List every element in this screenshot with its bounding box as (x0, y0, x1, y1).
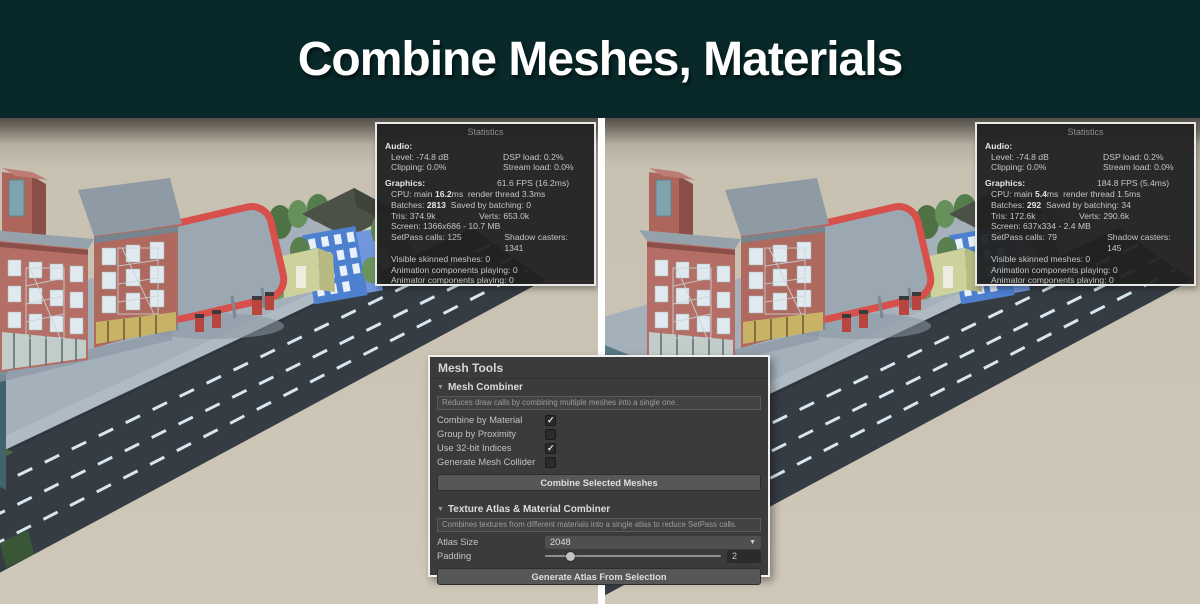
dsp-load: DSP load: 0.2% (1103, 151, 1164, 162)
shadow-casters: Shadow casters: 1341 (504, 232, 568, 253)
mesh-combiner-help: Reduces draw calls by combining multiple… (437, 396, 761, 410)
option-row: Use 32-bit Indices (430, 441, 768, 455)
mesh-combiner-foldout[interactable]: ▼ Mesh Combiner (437, 382, 523, 393)
option-label: Group by Proximity (437, 429, 517, 439)
setpass-value: SetPass calls: 125 (391, 232, 462, 243)
atlas-size-row: Atlas Size 2048 ▼ (430, 535, 768, 549)
stream-load: Stream load: 0.0% (503, 162, 574, 173)
stream-load: Stream load: 0.0% (1103, 162, 1174, 173)
foldout-triangle-icon: ▼ (437, 506, 444, 513)
texture-atlas-help: Combines textures from different materia… (437, 518, 761, 532)
option-row: Combine by Material (430, 413, 768, 427)
audio-clipping: Clipping: 0.0% (391, 162, 447, 173)
setpass-value: SetPass calls: 79 (991, 232, 1057, 243)
padding-label: Padding (437, 551, 472, 561)
animator-count: Animator components playing: 0 (991, 275, 1114, 286)
use-32bit-indices-checkbox[interactable] (545, 442, 556, 454)
page-title: Combine Meshes, Materials (297, 32, 904, 86)
statistics-panel-left: Statistics Audio: Level: -74.8 dB DSP loa… (375, 122, 596, 286)
animation-count: Animation components playing: 0 (391, 264, 518, 275)
option-label: Use 32-bit Indices (437, 443, 512, 453)
screen-value: Screen: 637x334 - 2.4 MB (991, 221, 1091, 232)
audio-clipping: Clipping: 0.0% (991, 162, 1047, 173)
skinned-meshes: Visible skinned meshes: 0 (991, 253, 1091, 264)
stats-title: Statistics (1067, 127, 1104, 137)
comparison-area: Statistics Audio: Level: -74.8 dB DSP loa… (0, 118, 1200, 610)
statistics-panel-right: Statistics Audio: Level: -74.8 dB DSP loa… (975, 122, 1196, 286)
verts-value: Verts: 290.6k (1079, 210, 1130, 221)
batches-row: Batches: 2813 Saved by batching: 0 (391, 199, 531, 210)
tris-value: Tris: 374.9k (391, 210, 436, 221)
audio-label: Audio: (985, 140, 1013, 151)
option-label: Combine by Material (437, 415, 523, 425)
option-row: Generate Mesh Collider (430, 455, 768, 469)
batches-row: Batches: 292 Saved by batching: 34 (991, 199, 1131, 210)
audio-level: Level: -74.8 dB (991, 151, 1049, 162)
combine-selected-meshes-button[interactable]: Combine Selected Meshes (437, 474, 761, 491)
generate-mesh-collider-checkbox[interactable] (545, 456, 556, 468)
animation-count: Animation components playing: 0 (991, 264, 1118, 275)
audio-label: Audio: (385, 140, 413, 151)
dsp-load: DSP load: 0.2% (503, 151, 564, 162)
shadow-casters: Shadow casters: 145 (1107, 232, 1171, 253)
graphics-label: Graphics: (985, 178, 1026, 189)
option-row: Group by Proximity (430, 427, 768, 441)
stats-title: Statistics (467, 127, 504, 137)
fps-value: 184.8 FPS (5.4ms) (1097, 178, 1170, 189)
fps-value: 61.6 FPS (16.2ms) (497, 178, 570, 189)
chevron-down-icon: ▼ (749, 538, 756, 546)
padding-slider[interactable]: 2 (545, 549, 761, 563)
tris-value: Tris: 172.6k (991, 210, 1036, 221)
animator-count: Animator components playing: 0 (391, 275, 514, 286)
padding-row: Padding 2 (430, 549, 768, 563)
generate-atlas-button[interactable]: Generate Atlas From Selection (437, 568, 761, 585)
padding-value-field[interactable]: 2 (727, 549, 761, 563)
screen-value: Screen: 1366x686 - 10.7 MB (391, 221, 501, 232)
mesh-tools-window: Mesh Tools ▼ Mesh Combiner Reduces draw … (428, 355, 770, 585)
audio-level: Level: -74.8 dB (391, 151, 449, 162)
combine-by-material-checkbox[interactable] (545, 414, 556, 426)
verts-value: Verts: 653.0k (479, 210, 530, 221)
title-banner: Combine Meshes, Materials (0, 0, 1200, 118)
foldout-triangle-icon: ▼ (437, 384, 444, 391)
atlas-size-dropdown[interactable]: 2048 ▼ (545, 535, 761, 549)
option-label: Generate Mesh Collider (437, 457, 536, 467)
slider-track[interactable] (545, 551, 721, 561)
graphics-label: Graphics: (385, 178, 426, 189)
atlas-size-label: Atlas Size (437, 537, 479, 547)
mesh-tools-title: Mesh Tools (430, 357, 768, 379)
group-by-proximity-checkbox[interactable] (545, 428, 556, 440)
texture-atlas-foldout[interactable]: ▼ Texture Atlas & Material Combiner (437, 504, 611, 515)
slider-thumb[interactable] (566, 551, 576, 561)
skinned-meshes: Visible skinned meshes: 0 (391, 253, 491, 264)
